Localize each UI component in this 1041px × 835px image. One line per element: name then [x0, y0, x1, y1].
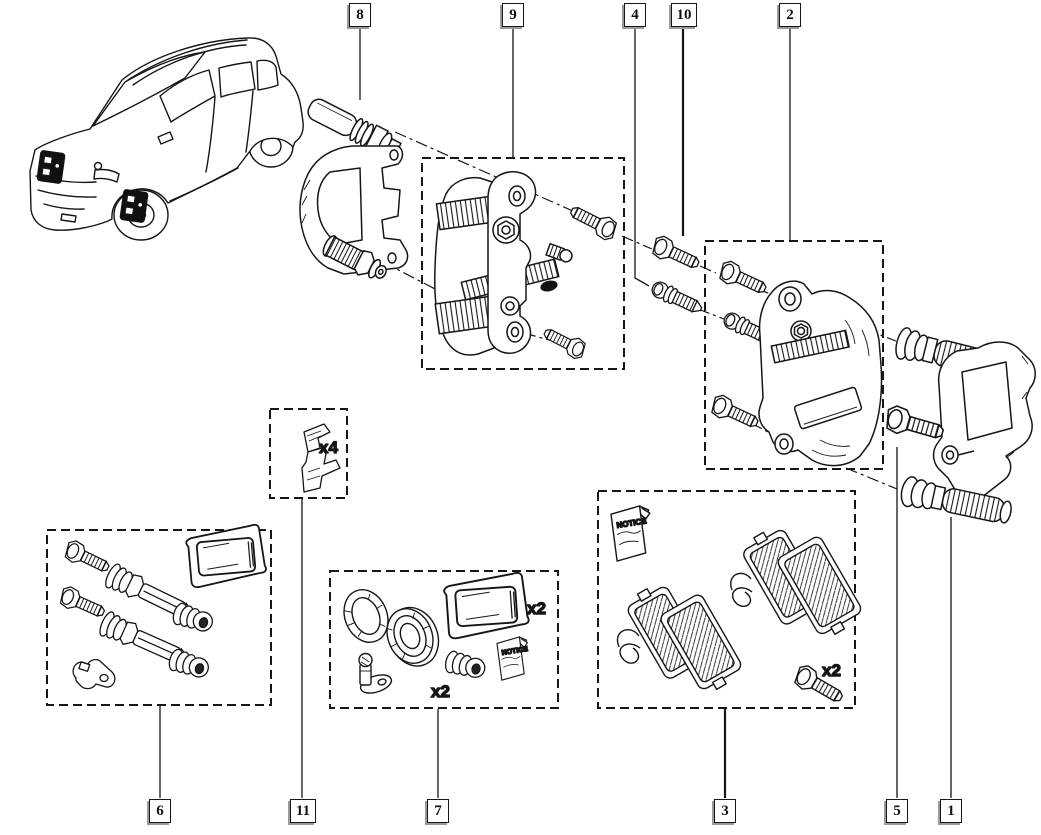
kit-bushing-1 — [170, 601, 216, 636]
roof-line — [127, 39, 248, 81]
kit-grease-pack — [184, 523, 268, 589]
brake-pad-kit-3: NOTICE x2 — [610, 505, 862, 709]
callout-1[interactable]: 1 — [940, 799, 962, 823]
windshield — [92, 51, 206, 127]
caliper-part-9 — [434, 171, 621, 362]
door-seam-rear — [245, 90, 254, 153]
front-right-brake-marker — [119, 188, 149, 224]
caliper-2-body — [758, 280, 883, 467]
sill-line — [169, 167, 239, 202]
carrier-bracket-part-8 — [299, 98, 409, 279]
grease-quantity-label: x2 — [527, 599, 546, 618]
callout-5[interactable]: 5 — [886, 799, 908, 823]
notice-booklet-seal-kit: NOTICE — [496, 636, 529, 681]
guide-pin-kit-6 — [56, 523, 268, 690]
pad-clip — [301, 423, 341, 493]
bolt-quantity-label: x2 — [822, 661, 841, 680]
bushing-quantity-label: x2 — [431, 682, 450, 701]
callout-7[interactable]: 7 — [427, 799, 449, 823]
caliper-9-bracket-plate — [487, 171, 537, 354]
piston-seal — [343, 589, 389, 643]
callout-9[interactable]: 9 — [502, 3, 524, 27]
kit-bolt-2 — [56, 583, 109, 624]
callout-leader-lines — [159, 26, 952, 798]
seal-kit-bushing — [442, 649, 488, 682]
callout-8[interactable]: 8 — [349, 3, 371, 27]
bracket-1-guide-pin-bottom — [900, 476, 1012, 524]
kit-bushing-2 — [166, 647, 212, 682]
car-illustration — [29, 37, 304, 241]
mirror — [157, 131, 174, 145]
callout-4[interactable]: 4 — [624, 3, 646, 27]
callout-11[interactable]: 11 — [290, 799, 316, 823]
bleed-screw-cap — [358, 652, 393, 694]
caliper-9-bolt-upper — [565, 199, 621, 244]
front-left-brake-marker — [36, 149, 66, 185]
bracket-bolt-part-5 — [881, 403, 947, 447]
side-window-rear — [218, 61, 256, 98]
pad-clip-kit-11: x4 — [301, 423, 341, 493]
carrier-bracket-part-1 — [881, 327, 1036, 524]
headlight — [93, 168, 120, 183]
caliper-9-bolt-lower — [539, 322, 590, 362]
caliper-part-2 — [758, 280, 883, 467]
box-caliper-2 — [704, 240, 884, 470]
dust-boot — [386, 606, 440, 667]
callout-6[interactable]: 6 — [149, 799, 171, 823]
pad-set-front — [627, 586, 742, 691]
seal-kit-7: NOTICE x2 x2 — [343, 571, 547, 702]
box-guide-kit-6 — [46, 529, 272, 706]
bleed-screw — [545, 242, 573, 263]
box-seal-kit-7 — [329, 570, 559, 709]
wear-wire-rear — [730, 572, 753, 608]
side-window-front — [159, 69, 216, 123]
wear-wire-front — [616, 629, 641, 664]
notice-booklet-pads: NOTICE — [610, 505, 651, 562]
guide-pin-bottom — [322, 235, 387, 279]
callout-2[interactable]: 2 — [779, 3, 801, 27]
quarter-window — [256, 59, 279, 91]
pad-set-rear — [743, 529, 862, 635]
callout-10[interactable]: 10 — [671, 3, 697, 27]
clip-quantity-label: x4 — [319, 438, 338, 457]
door-seam-front — [205, 96, 216, 173]
box-clips-11 — [269, 408, 348, 499]
front-wheel — [113, 189, 169, 241]
box-caliper-9 — [421, 157, 625, 370]
kit-clip — [72, 658, 116, 690]
callout-3[interactable]: 3 — [714, 799, 736, 823]
kit-group-boxes — [46, 157, 884, 709]
seal-kit-grease-pack — [442, 571, 531, 640]
kit-bolt-1 — [61, 537, 114, 579]
